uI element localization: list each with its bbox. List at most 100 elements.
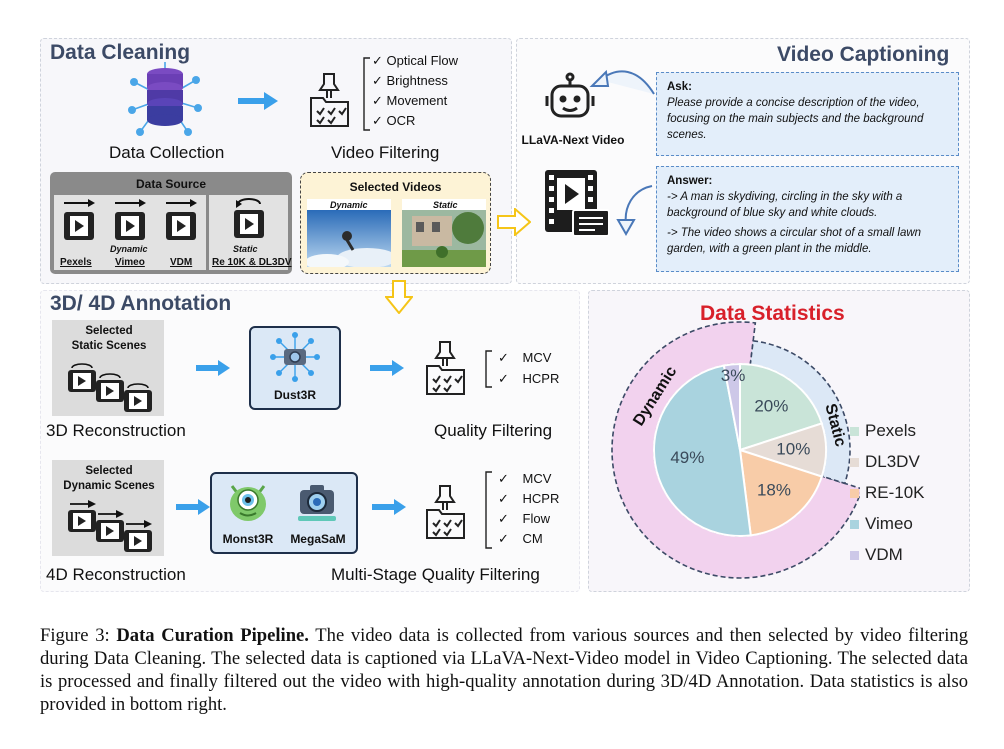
- check3d-mcv: ✓ MCV: [498, 350, 552, 365]
- check4d-cm: ✓ CM: [498, 531, 543, 546]
- legend-label: DL3DV: [865, 452, 920, 471]
- pexels-clip-icon: [64, 199, 95, 240]
- pie-label-vdm: 3%: [721, 366, 746, 385]
- quality-filtering-label: Quality Filtering: [434, 421, 553, 440]
- quality-filter-folder-icon: [426, 341, 465, 395]
- arrow-to-captioning: [497, 208, 531, 236]
- sel-dynamic-label: Dynamic: [330, 200, 368, 210]
- multi-stage-label: Multi-Stage Quality Filtering: [331, 565, 540, 584]
- monst3r-label: Monst3R: [222, 532, 274, 546]
- curved-arrow-ask: [589, 69, 655, 95]
- filter-movement: ✓ Movement: [372, 93, 448, 108]
- arrow-models-to-filter: [372, 499, 406, 515]
- pie-slice-re-10k: [738, 448, 824, 537]
- data-source-title: Data Source: [135, 177, 207, 191]
- pie-slice-vimeo: [653, 364, 752, 537]
- static-clip-icon: [234, 198, 264, 238]
- ask-text: Please provide a concise description of …: [667, 97, 924, 141]
- filters-brace: [363, 57, 370, 131]
- legend-swatch: [850, 551, 859, 561]
- dynamic-clips-icon: [68, 500, 152, 552]
- ask-label: Ask:: [667, 81, 692, 93]
- legend-item-re-10k: RE-10K: [850, 483, 925, 503]
- pie-label-dl3dv: 10%: [776, 439, 810, 458]
- check3d-hcpr: ✓ HCPR: [498, 371, 560, 386]
- checks4d-brace: [485, 471, 492, 549]
- arrow-to-annotation: [385, 280, 413, 314]
- caption-text: The video data is collected from various…: [40, 625, 968, 715]
- answer-bubble: Answer: -> A man is skydiving, circling …: [656, 166, 959, 272]
- arrow-dust3r-to-filter: [370, 360, 404, 376]
- video-document-icon: [545, 170, 610, 237]
- skydiving-thumbnail: [307, 210, 391, 267]
- static-label: Static: [233, 244, 258, 254]
- video-filtering-label: Video Filtering: [331, 143, 440, 162]
- arrow-dynamic-to-models: [176, 499, 210, 515]
- answer-text-1: -> A man is skydiving, circling in the s…: [667, 191, 903, 219]
- source-re10k: Re 10K & DL3DV: [212, 257, 292, 268]
- legend-swatch: [850, 458, 859, 468]
- legend-label: RE-10K: [865, 483, 925, 502]
- dust3r-network-icon: [270, 332, 320, 382]
- pie-slice-pexels: [739, 362, 824, 452]
- pie-label-vimeo: 49%: [670, 448, 704, 467]
- legend-swatch: [850, 520, 859, 530]
- llava-model-label: LLaVA-Next Video: [521, 133, 625, 147]
- pie-label-re-10k: 18%: [757, 481, 791, 500]
- caption-prefix: Figure 3:: [40, 625, 117, 646]
- dynamic-scenes-label: Selected Dynamic Scenes: [63, 465, 155, 492]
- chart-title: Data Statistics: [700, 302, 845, 325]
- source-vdm: VDM: [170, 257, 193, 268]
- filter-brightness: ✓ Brightness: [372, 73, 448, 88]
- caption-bold: Data Curation Pipeline.: [116, 625, 309, 646]
- checks3d-brace: [485, 350, 492, 388]
- check4d-mcv: ✓ MCV: [498, 471, 552, 486]
- arrow-collection-to-filtering: [238, 92, 278, 110]
- robot-icon: [545, 72, 595, 118]
- multi-filter-folder-icon: [426, 485, 465, 539]
- check4d-hcpr: ✓ HCPR: [498, 491, 560, 506]
- legend-label: VDM: [865, 545, 903, 564]
- legend-item-vdm: VDM: [850, 545, 903, 565]
- vdm-clip-icon: [166, 199, 197, 240]
- legend-swatch: [850, 489, 859, 499]
- filter-optical-flow: ✓ Optical Flow: [372, 53, 459, 68]
- answer-text-2: -> The video shows a circular shot of a …: [667, 227, 922, 255]
- dynamic-label: Dynamic: [110, 244, 148, 254]
- curved-arrow-answer: [616, 185, 653, 237]
- legend-item-dl3dv: DL3DV: [850, 452, 920, 472]
- static-scenes-label: Selected Static Scenes: [71, 325, 147, 352]
- filter-ocr: ✓ OCR: [372, 113, 416, 128]
- source-pexels: Pexels: [60, 257, 92, 268]
- legend-label: Vimeo: [865, 514, 913, 533]
- arrow-static-to-dust3r: [196, 360, 230, 376]
- database-icon: [128, 62, 202, 136]
- annotation-title: 3D/ 4D Annotation: [50, 292, 232, 315]
- legend-item-pexels: Pexels: [850, 421, 916, 441]
- data-collection-label: Data Collection: [109, 143, 225, 162]
- megasam-label: MegaSaM: [290, 532, 346, 546]
- pie-label-pexels: 20%: [754, 396, 788, 415]
- answer-label: Answer:: [667, 175, 713, 187]
- check4d-flow: ✓ Flow: [498, 511, 550, 526]
- source-vimeo: Vimeo: [115, 257, 145, 268]
- recon4d-label: 4D Reconstruction: [46, 565, 186, 584]
- sel-static-label: Static: [433, 200, 458, 210]
- legend-swatch: [850, 427, 859, 437]
- ask-bubble: Ask: Please provide a concise descriptio…: [656, 72, 959, 156]
- video-captioning-title: Video Captioning: [777, 43, 950, 66]
- legend-label: Pexels: [865, 421, 917, 440]
- figure-caption: Figure 3: Data Curation Pipeline. The vi…: [40, 624, 968, 716]
- vimeo-clip-icon: [115, 199, 146, 240]
- recon3d-label: 3D Reconstruction: [46, 421, 186, 440]
- selected-videos-title: Selected Videos: [349, 180, 442, 194]
- garden-thumbnail: [402, 210, 486, 267]
- legend-item-vimeo: Vimeo: [850, 514, 913, 534]
- dust3r-label: Dust3R: [273, 388, 316, 402]
- monst3r-monster-icon: [230, 485, 266, 521]
- pie-slice-vdm: [722, 362, 741, 451]
- data-cleaning-title: Data Cleaning: [50, 41, 191, 64]
- static-clips-icon: [68, 363, 152, 412]
- filter-folder-icon: [310, 73, 349, 127]
